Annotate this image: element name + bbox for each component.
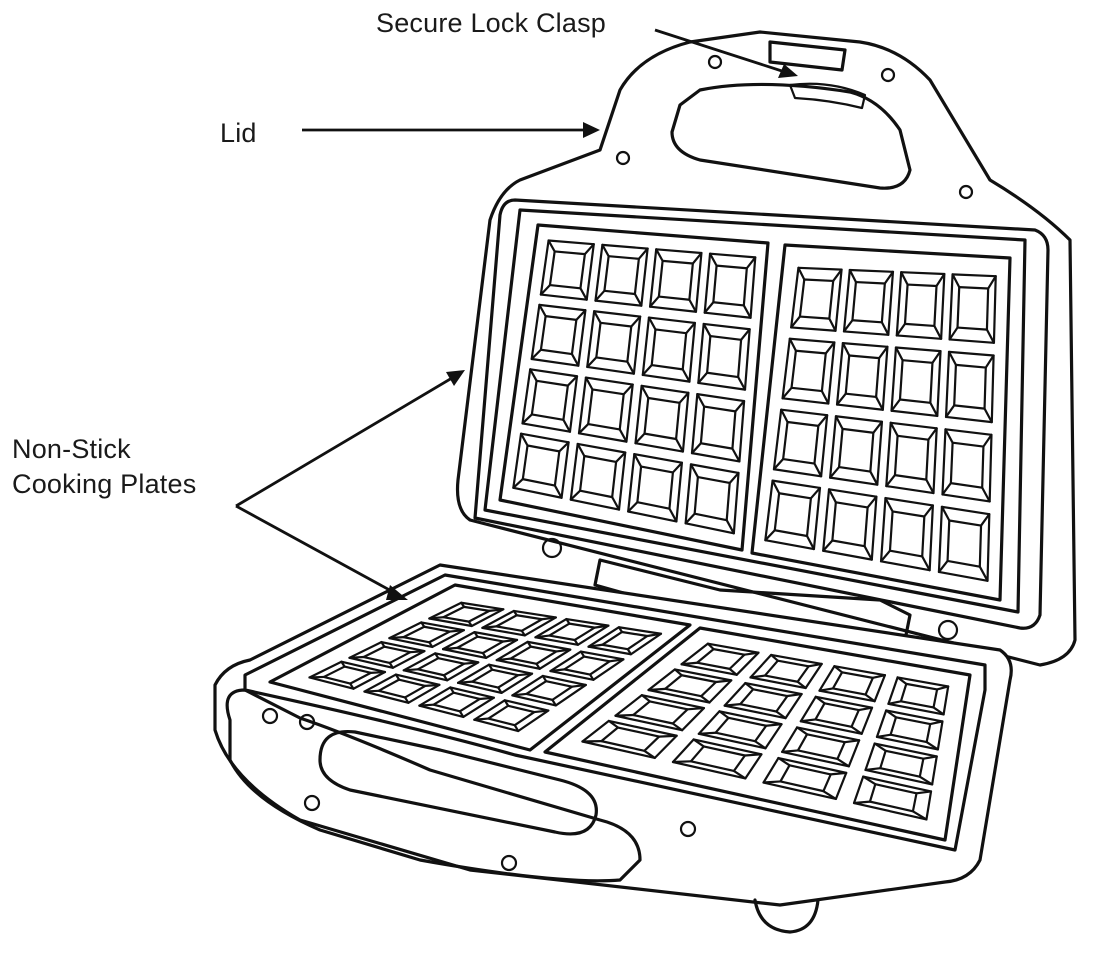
lid-handle bbox=[670, 82, 912, 190]
lid bbox=[455, 30, 1077, 667]
lid-waffle-grid bbox=[512, 239, 997, 582]
label-cooking-plates-line2: Cooking Plates bbox=[12, 469, 197, 500]
screw-icon bbox=[707, 54, 723, 70]
label-lid: Lid bbox=[220, 118, 257, 148]
label-secure-lock-clasp: Secure Lock Clasp bbox=[376, 8, 607, 38]
base-waffle-grid bbox=[308, 601, 950, 821]
base-plate-right bbox=[543, 626, 972, 842]
label-cooking-plates-line1: Non-Stick bbox=[12, 434, 131, 464]
lock-clasp bbox=[768, 40, 847, 72]
callout-arrows bbox=[235, 28, 798, 600]
screw-icon bbox=[958, 184, 974, 200]
lid-plate-right bbox=[750, 243, 1012, 602]
base-plate-left bbox=[268, 583, 692, 752]
arrowhead-icon bbox=[386, 585, 408, 600]
label-cooking-plates: Non-Stick Cooking Plates bbox=[12, 432, 196, 502]
arrowhead-icon bbox=[583, 122, 600, 138]
screw-icon bbox=[880, 67, 896, 83]
lid-plate-left bbox=[498, 223, 770, 552]
arrowhead-icon bbox=[446, 370, 465, 386]
screw-icon bbox=[615, 150, 631, 166]
arrowhead-icon bbox=[778, 64, 798, 78]
